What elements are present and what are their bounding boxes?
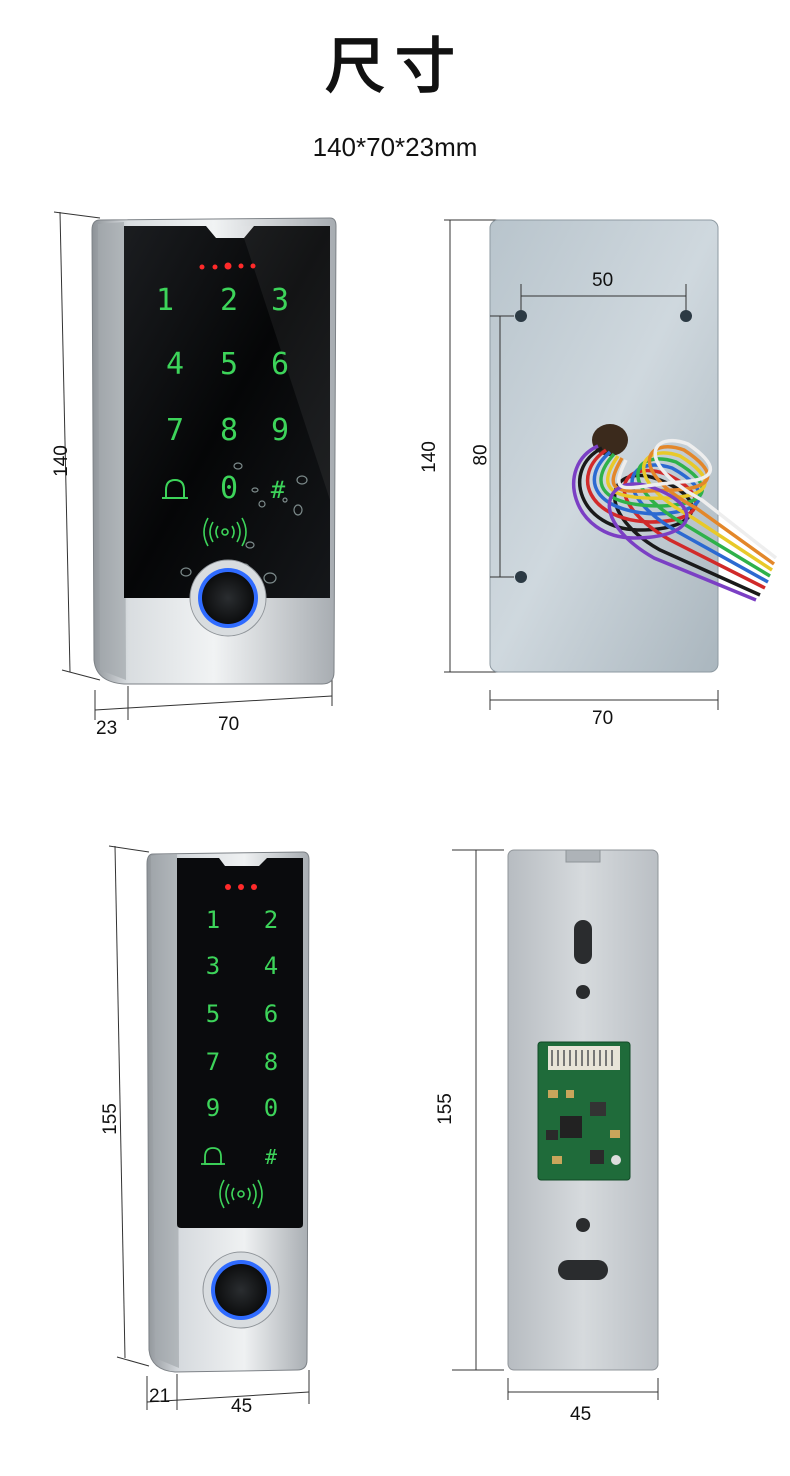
bottom-back-drawing [452, 849, 659, 1400]
fingerprint-sensor[interactable] [202, 1251, 280, 1329]
fingerprint-sensor[interactable] [189, 559, 267, 637]
width-label: 70 [218, 714, 240, 735]
key-2[interactable]: 2 [264, 906, 278, 934]
keypad-grid: 1 2 3 4 5 6 7 8 9 0 # [206, 906, 278, 1169]
key-7[interactable]: 7 [206, 1048, 220, 1076]
dimensions-subtitle: 140*70*23mm [312, 132, 478, 162]
key-4[interactable]: 4 [264, 952, 278, 980]
key-9[interactable]: 9 [206, 1094, 220, 1122]
key-2[interactable]: 2 [220, 283, 238, 318]
bottom-back-view: 155 45 [430, 840, 680, 1440]
depth-label: 21 [149, 1386, 171, 1407]
back-height-label: 140 [418, 441, 440, 473]
key-6[interactable]: 6 [271, 347, 289, 382]
key-0[interactable]: 0 [264, 1094, 278, 1122]
page-title: 尺寸 [325, 32, 465, 102]
key-0[interactable]: 0 [220, 471, 238, 506]
key-1[interactable]: 1 [206, 906, 220, 934]
rfid-icon [203, 517, 247, 547]
key-5[interactable]: 5 [206, 1000, 220, 1028]
wire-harness [572, 438, 778, 602]
hole-vertical-label: 80 [470, 444, 492, 466]
keypad-grid: 1 2 3 4 5 6 7 8 9 0 # [156, 283, 289, 506]
back-width-label: 45 [570, 1404, 592, 1425]
key-4[interactable]: 4 [166, 347, 184, 382]
back-width-label: 70 [592, 708, 614, 729]
top-back-view: 140 80 50 70 [410, 200, 780, 740]
rfid-icon [219, 1179, 263, 1209]
circuit-board [537, 1041, 631, 1181]
bell-icon[interactable] [162, 478, 188, 499]
depth-label: 23 [96, 718, 118, 739]
width-label: 45 [231, 1396, 253, 1417]
indicator-lights [199, 262, 256, 270]
top-front-drawing: 1 2 3 4 5 6 7 8 9 0 # [53, 211, 337, 720]
hole-horizontal-label: 50 [592, 270, 614, 291]
top-front-view: 1 2 3 4 5 6 7 8 9 0 # [40, 200, 360, 760]
bell-icon[interactable] [201, 1147, 225, 1165]
key-3[interactable]: 3 [271, 283, 289, 318]
key-8[interactable]: 8 [220, 413, 238, 448]
key-1[interactable]: 1 [156, 283, 174, 318]
key-5[interactable]: 5 [220, 347, 238, 382]
bottom-front-drawing: 1 2 3 4 5 6 7 8 9 0 # [108, 845, 310, 1410]
key-7[interactable]: 7 [166, 413, 184, 448]
bottom-front-view: 1 2 3 4 5 6 7 8 9 0 # 155 21 [95, 830, 335, 1440]
height-label: 140 [50, 445, 72, 477]
back-height-label: 155 [434, 1093, 456, 1125]
key-9[interactable]: 9 [271, 413, 289, 448]
key-3[interactable]: 3 [206, 952, 220, 980]
key-hash[interactable]: # [265, 1145, 277, 1169]
key-8[interactable]: 8 [264, 1048, 278, 1076]
indicator-lights [225, 884, 257, 890]
height-label: 155 [99, 1103, 121, 1135]
key-6[interactable]: 6 [264, 1000, 278, 1028]
key-hash[interactable]: # [271, 476, 286, 504]
top-back-drawing [444, 219, 778, 710]
